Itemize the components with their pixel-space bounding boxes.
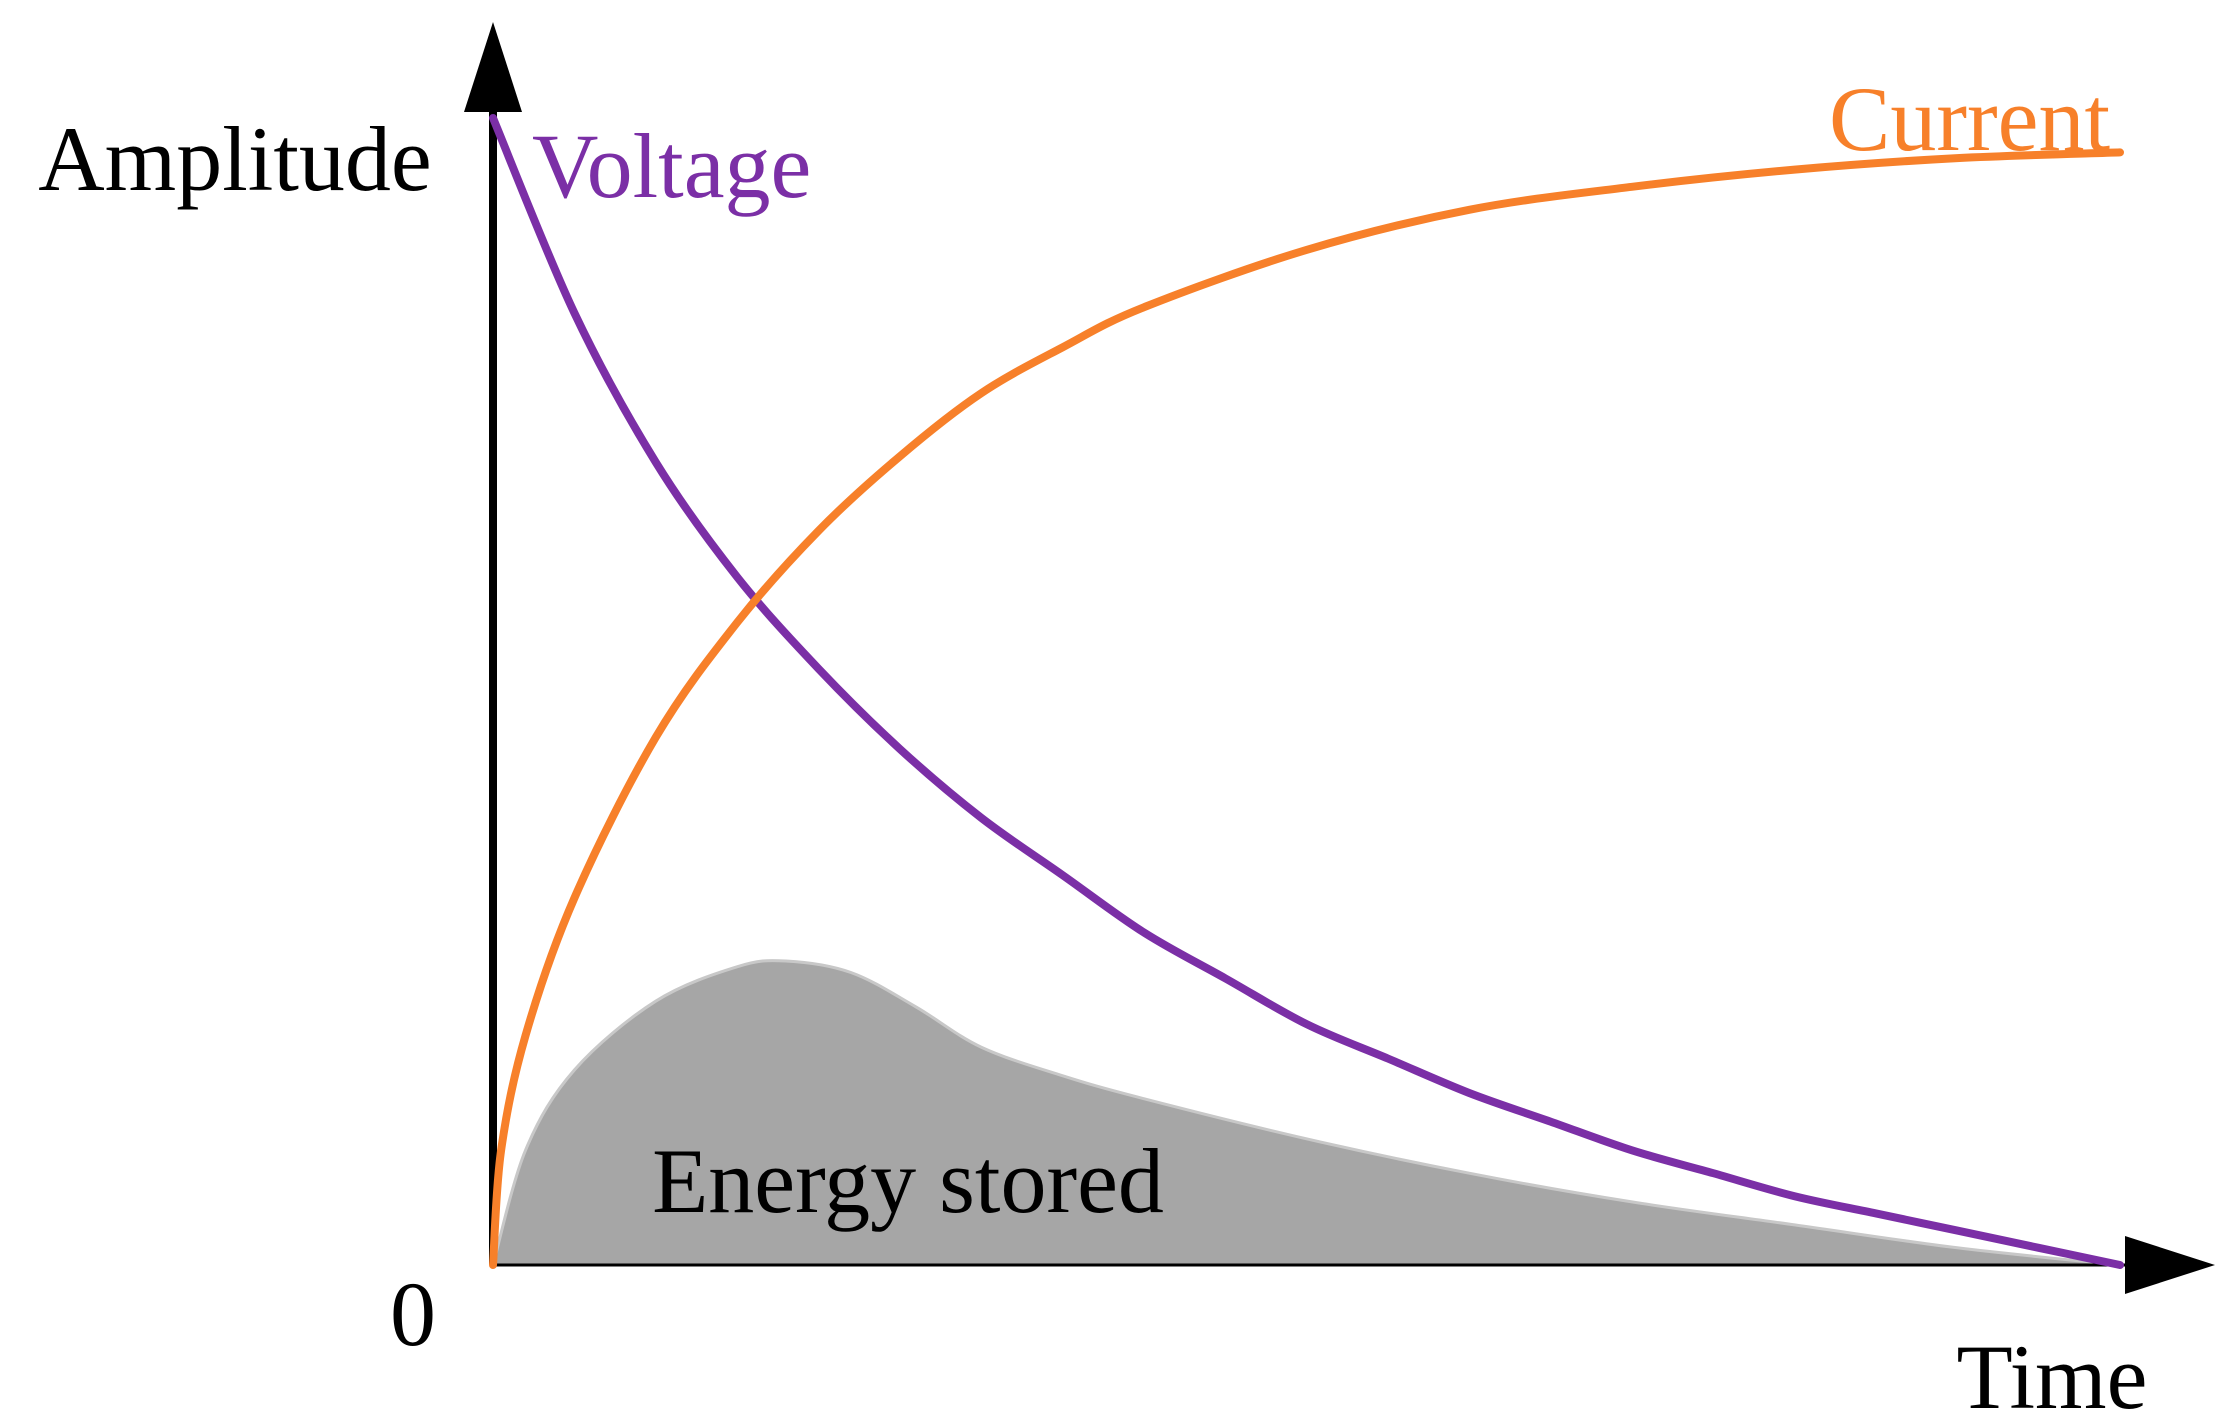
energy-stored-area: [491, 959, 2121, 1267]
axes-layer: [464, 22, 2215, 1294]
energy-stored-label: Energy stored: [652, 1130, 1164, 1232]
voltage-line: [489, 114, 2124, 1269]
voltage-label: Voltage: [532, 115, 811, 217]
y-axis-arrow-icon: [464, 22, 522, 112]
series-layer: [489, 114, 2124, 1269]
label-layer: Amplitude Time 0 Voltage Current Energy …: [38, 68, 2148, 1424]
x-axis-arrow-icon: [2125, 1236, 2215, 1294]
y-axis-label: Amplitude: [38, 108, 432, 210]
current-line: [489, 148, 2124, 1269]
origin-label: 0: [390, 1263, 436, 1365]
area-layer: [491, 959, 2121, 1267]
current-label: Current: [1829, 68, 2110, 170]
x-axis-label: Time: [1957, 1326, 2148, 1419]
